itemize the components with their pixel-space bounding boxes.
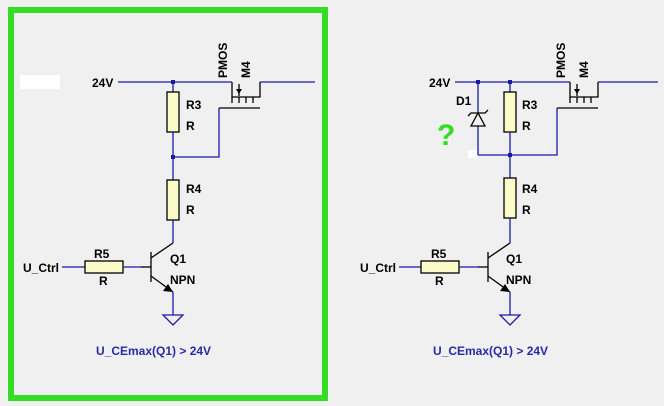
npn-collector (487, 242, 511, 259)
note-text: U_CEmax(Q1) > 24V (96, 344, 211, 358)
white-patch (20, 75, 60, 89)
left-circuit: 24V R3 R PMOS M4 R4 R U_Ctrl R5 (8, 7, 328, 401)
d1-triangle (469, 111, 487, 127)
pmos-ref-label: M4 (239, 61, 253, 78)
npn-symbol (141, 242, 174, 293)
right-circuit: 24V D1 ? R3 R PMOS M4 (360, 43, 658, 358)
pmos-channel-segments (569, 97, 592, 103)
r5-value-label: R (99, 274, 108, 288)
pmos-type-label: PMOS (216, 43, 230, 78)
ground-icon (161, 314, 185, 326)
pmos-arrow-icon (236, 89, 242, 94)
diode-node (476, 80, 480, 84)
pmos-symbol (219, 82, 261, 109)
npn-type-label: NPN (170, 273, 195, 287)
zener-diode-symbol (467, 84, 489, 155)
gate-node (171, 155, 175, 159)
supply-node (171, 80, 175, 84)
r3-resistor (166, 91, 180, 133)
r3-value-label: R (522, 119, 531, 133)
ground-icon (498, 314, 522, 326)
r5-resistor (420, 260, 460, 274)
pmos-symbol (557, 82, 599, 109)
r5-resistor (84, 260, 124, 274)
npn-type-label: NPN (506, 273, 531, 287)
pmos-channel (569, 82, 599, 98)
r4-resistor (503, 177, 517, 219)
pmos-arrow-icon (574, 89, 580, 94)
note-text: U_CEmax(Q1) > 24V (433, 344, 548, 358)
r4-resistor (166, 179, 180, 221)
supply-node (508, 80, 512, 84)
input-label: U_Ctrl (23, 261, 59, 275)
r3-value-label: R (186, 119, 195, 133)
npn-arrow-icon (500, 284, 510, 292)
pmos-channel (231, 82, 261, 98)
d1-ref-label: D1 (456, 94, 472, 108)
supply-label: 24V (429, 76, 450, 90)
pmos-channel-segments (231, 97, 254, 103)
r3-ref-label: R3 (522, 98, 538, 112)
r5-value-label: R (435, 274, 444, 288)
npn-symbol (478, 242, 511, 293)
pmos-type-label: PMOS (554, 43, 568, 78)
r4-value-label: R (522, 203, 531, 217)
d1-bar (467, 109, 489, 117)
r4-ref-label: R4 (186, 182, 202, 196)
white-patch (468, 150, 477, 158)
npn-ref-label: Q1 (170, 252, 186, 266)
r4-value-label: R (186, 203, 195, 217)
question-mark: ? (437, 119, 455, 152)
npn-arrow-icon (163, 284, 173, 292)
r3-resistor (503, 91, 517, 133)
r5-ref-label: R5 (94, 247, 110, 261)
npn-collector (150, 242, 174, 259)
supply-label: 24V (92, 76, 113, 90)
r3-ref-label: R3 (186, 98, 202, 112)
highlight-border (8, 7, 328, 401)
npn-ref-label: Q1 (506, 252, 522, 266)
input-label: U_Ctrl (360, 261, 396, 275)
gate-bus-wire (478, 108, 558, 156)
r4-ref-label: R4 (522, 182, 538, 196)
gate-node (508, 153, 512, 157)
pmos-ref-label: M4 (577, 61, 591, 78)
r3-bottom-wire (172, 108, 220, 158)
r5-ref-label: R5 (431, 247, 447, 261)
